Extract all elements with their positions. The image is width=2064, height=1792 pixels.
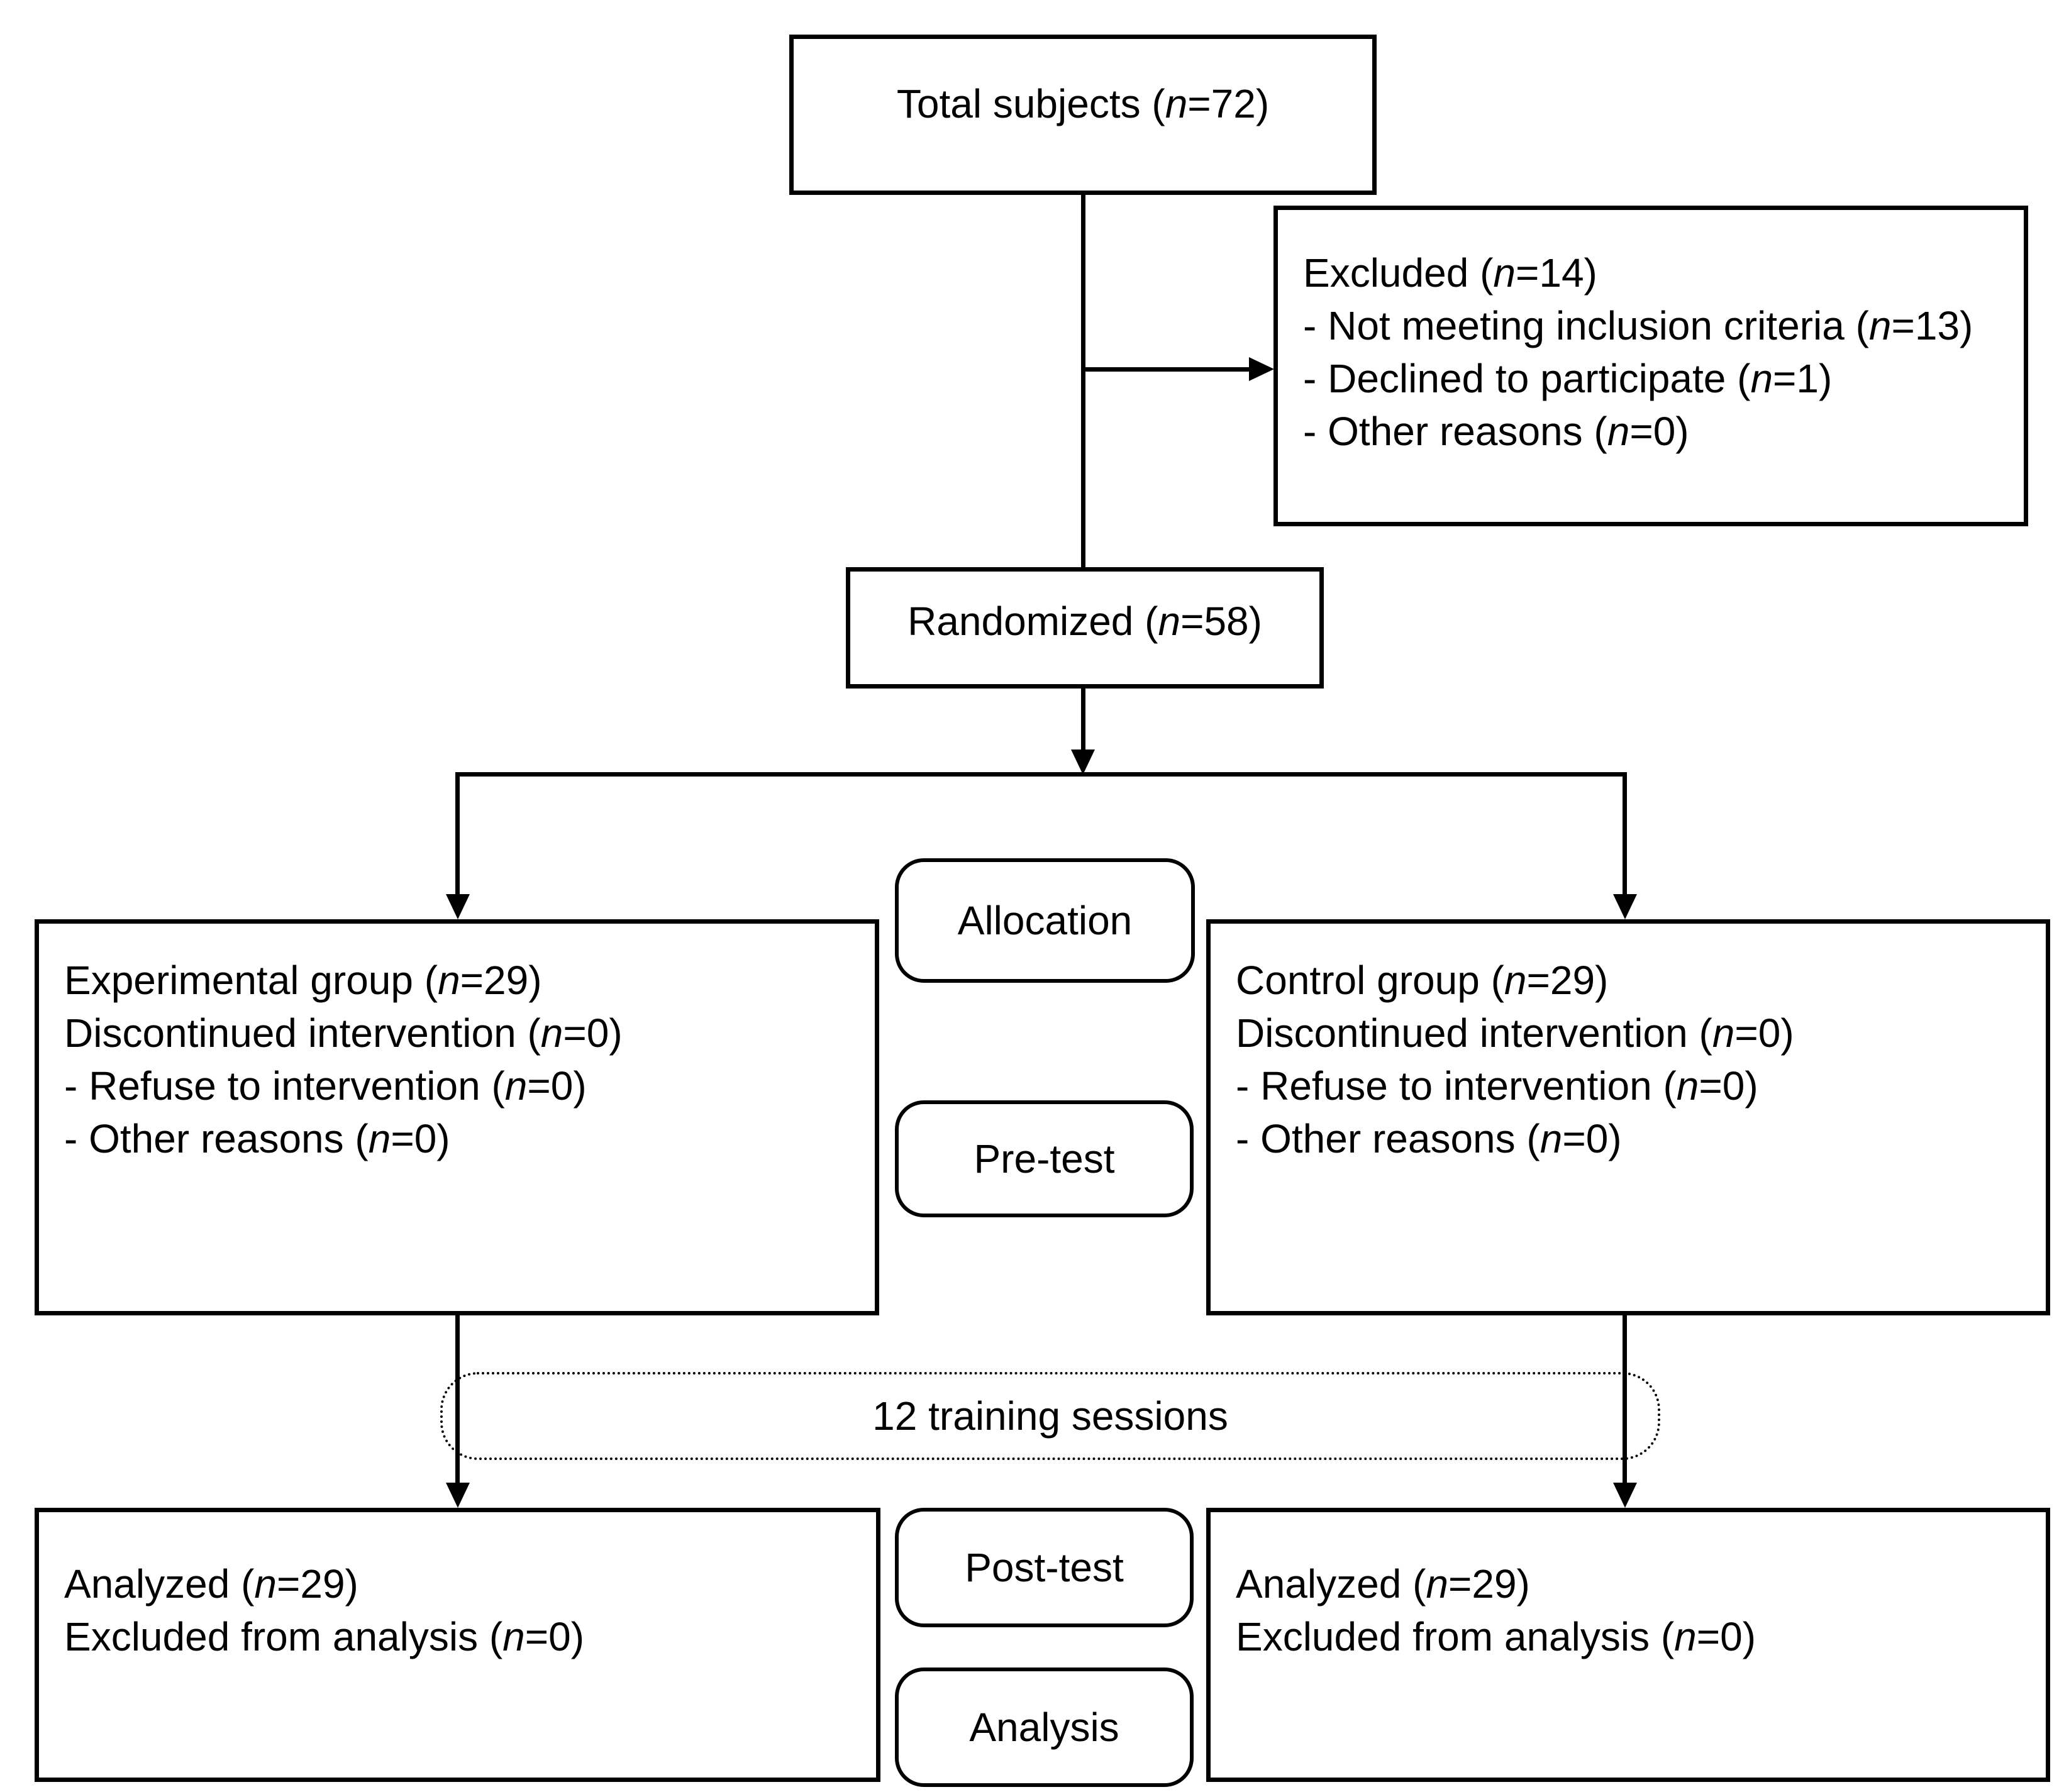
experimental-group-line: - Other reasons (n=0) — [64, 1116, 450, 1161]
analyzed-control-box: Analyzed (n=29) Excluded from analysis (… — [1206, 1508, 2050, 1782]
connector-to-excluded — [1083, 367, 1251, 372]
excluded-title: Excluded (n=14) — [1303, 250, 1597, 296]
total-subjects-box: Total subjects (n=72) — [789, 35, 1377, 195]
arrowhead-branch-icon — [1071, 749, 1095, 775]
training-sessions-box: 12 training sessions — [440, 1372, 1660, 1460]
experimental-group-line: Discontinued intervention (n=0) — [64, 1010, 623, 1056]
total-subjects-text: Total subjects (n=72) — [896, 80, 1270, 126]
experimental-group-title: Experimental group (n=29) — [64, 958, 542, 1003]
control-group-line: - Other reasons (n=0) — [1236, 1116, 1622, 1161]
experimental-group-box: Experimental group (n=29) Discontinued i… — [35, 919, 879, 1315]
analysis-text: Analysis — [969, 1705, 1119, 1750]
arrowhead-experimental-icon — [446, 894, 470, 919]
pretest-stage-label: Pre-test — [895, 1100, 1194, 1217]
branch-line — [455, 772, 1625, 777]
control-group-line: Discontinued intervention (n=0) — [1236, 1010, 1794, 1056]
analyzed-line: Analyzed (n=29) — [64, 1561, 358, 1607]
randomized-text: Randomized (n=58) — [907, 598, 1262, 644]
analyzed-experimental-box: Analyzed (n=29) Excluded from analysis (… — [35, 1508, 880, 1782]
control-group-box: Control group (n=29) Discontinued interv… — [1206, 919, 2050, 1315]
excluded-reason: - Other reasons (n=0) — [1303, 409, 1689, 454]
training-sessions-label: 12 training sessions — [872, 1393, 1228, 1439]
arrowhead-control-icon — [1613, 894, 1637, 919]
connector-randomized-to-branch — [1081, 689, 1085, 751]
arrowhead-analyzed-left-icon — [446, 1483, 470, 1508]
arrowhead-excluded-icon — [1249, 357, 1274, 381]
pretest-text: Pre-test — [974, 1136, 1115, 1181]
connector-branch-to-experimental — [455, 772, 460, 895]
experimental-group-line: - Refuse to intervention (n=0) — [64, 1063, 587, 1109]
posttest-text: Post-test — [965, 1545, 1124, 1590]
analysis-stage-label: Analysis — [895, 1668, 1194, 1787]
excluded-box: Excluded (n=14) - Not meeting inclusion … — [1273, 206, 2028, 526]
posttest-stage-label: Post-test — [895, 1508, 1194, 1627]
connector-branch-to-control — [1623, 772, 1627, 895]
excluded-reason: - Not meeting inclusion criteria (n=13) — [1303, 303, 1973, 348]
allocation-text: Allocation — [957, 898, 1133, 943]
excluded-reason: - Declined to participate (n=1) — [1303, 356, 1833, 401]
connector-total-to-randomized — [1081, 194, 1085, 568]
arrowhead-analyzed-right-icon — [1613, 1483, 1637, 1508]
analyzed-line: Analyzed (n=29) — [1236, 1561, 1530, 1607]
connector-experimental-to-analyzed — [455, 1315, 460, 1484]
randomized-box: Randomized (n=58) — [846, 567, 1324, 689]
allocation-stage-label: Allocation — [895, 858, 1195, 983]
analyzed-line: Excluded from analysis (n=0) — [1236, 1614, 1756, 1659]
control-group-title: Control group (n=29) — [1236, 958, 1609, 1003]
analyzed-line: Excluded from analysis (n=0) — [64, 1614, 585, 1659]
control-group-line: - Refuse to intervention (n=0) — [1236, 1063, 1758, 1109]
connector-control-to-analyzed — [1623, 1315, 1627, 1484]
